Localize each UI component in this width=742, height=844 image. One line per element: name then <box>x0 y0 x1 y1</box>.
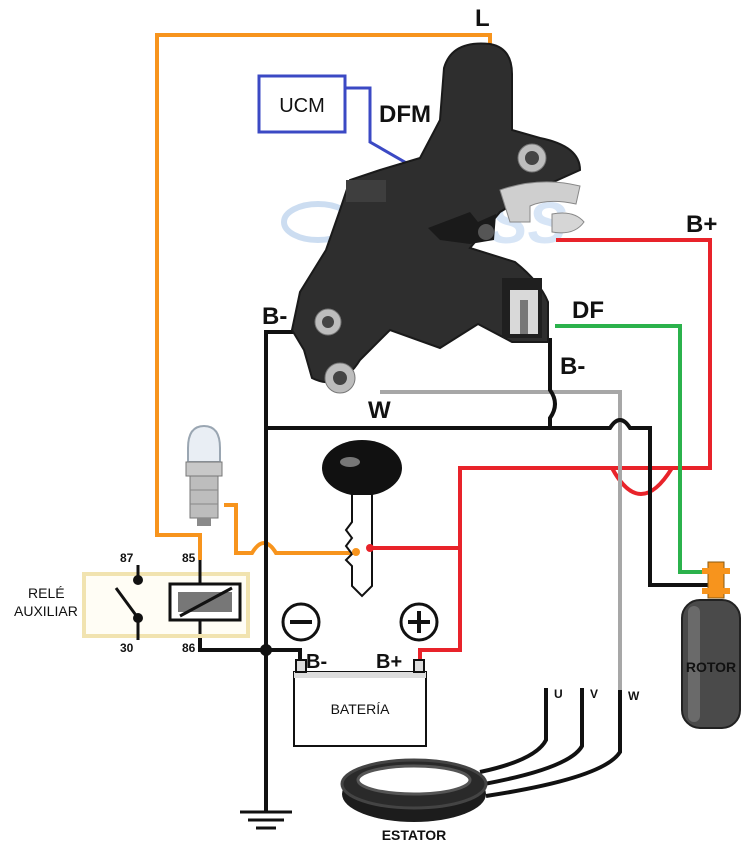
relay-30-label: 30 <box>120 641 134 655</box>
wire-ground-main-black <box>266 418 708 587</box>
ucm-label: UCM <box>279 95 325 117</box>
stator-w-label: W <box>628 689 640 703</box>
voltage-regulator <box>290 42 585 394</box>
bminus-left-label: B- <box>262 303 287 330</box>
battery-name-label: BATERÍA <box>331 701 391 717</box>
wire-l-orange <box>155 33 492 560</box>
stator-name-label: ESTATOR <box>382 827 447 843</box>
ground-symbol <box>240 810 292 830</box>
battery-plus-label: B+ <box>376 651 402 673</box>
warning-lamp <box>185 424 223 526</box>
l-terminal-label: L <box>475 5 490 32</box>
ignition-key <box>322 440 402 598</box>
bminus-right-label: B- <box>560 353 585 380</box>
df-terminal-label: DF <box>572 297 604 324</box>
stator-v-label: V <box>590 687 598 701</box>
battery-minus-label: B- <box>306 651 327 673</box>
relay-86-label: 86 <box>182 641 196 655</box>
dfm-terminal-label: DFM <box>379 101 431 128</box>
wire-bplus-red <box>418 238 712 662</box>
battery <box>281 602 439 747</box>
bplus-terminal-label: B+ <box>686 211 717 238</box>
wire-lamp-key-orange <box>224 503 356 555</box>
relay-name-line2: AUXILIAR <box>14 603 78 619</box>
wire-bminus-right-black <box>548 338 557 428</box>
rotor <box>681 561 741 729</box>
wire-w-gray <box>380 390 622 690</box>
w-terminal-label: W <box>368 397 391 424</box>
ucm-box: UCM <box>257 74 347 134</box>
wire-df-green <box>555 324 708 574</box>
ground-junction <box>260 644 272 656</box>
auxiliary-relay <box>82 560 250 640</box>
stator <box>340 688 622 822</box>
relay-85-label: 85 <box>182 551 196 565</box>
rotor-name-label: ROTOR <box>686 659 736 675</box>
relay-name-line1: RELÉ <box>28 585 65 601</box>
stator-u-label: U <box>554 687 563 701</box>
relay-87-label: 87 <box>120 551 134 565</box>
